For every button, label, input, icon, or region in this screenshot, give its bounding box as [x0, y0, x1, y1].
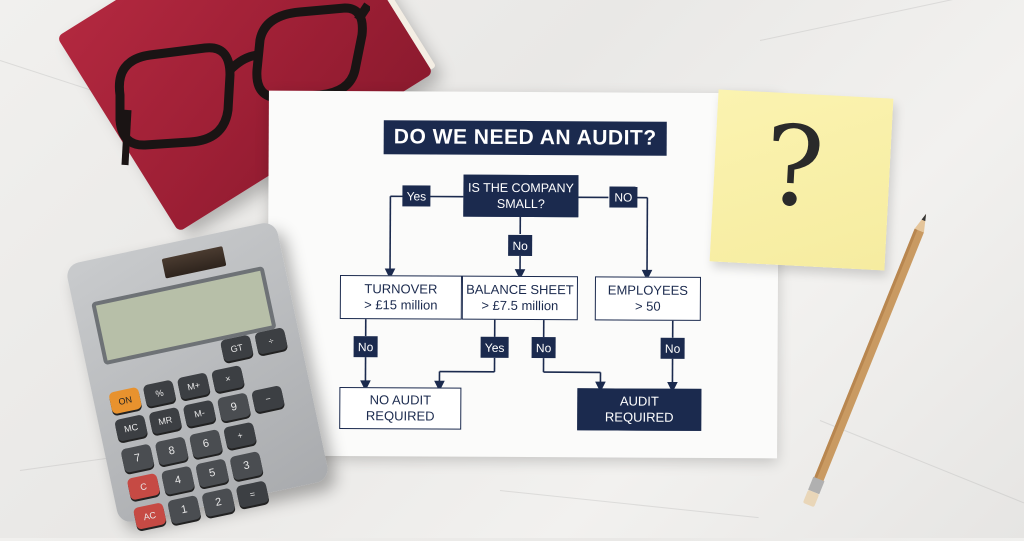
audit-line-1: AUDIT [620, 394, 659, 410]
balance-sheet-label: BALANCE SHEET [466, 282, 574, 299]
employees-no-tag: No [661, 338, 685, 359]
calc-key: 9 [217, 392, 251, 422]
calc-key: 2 [201, 488, 235, 518]
flowchart-paper: DO WE NEED AN AUDIT? IS THE COMPANY SMAL… [267, 91, 779, 459]
balance-yes-tag: Yes [481, 337, 509, 358]
balance-no-tag: No [532, 337, 556, 358]
calc-key: ON [108, 387, 142, 415]
pencil-icon [780, 200, 950, 530]
no-tag-center: No [508, 235, 532, 256]
question-line-1: IS THE COMPANY [468, 180, 574, 197]
marble-vein [500, 490, 759, 518]
balance-sheet-box: BALANCE SHEET > £7.5 million [462, 276, 578, 321]
employees-threshold: > 50 [635, 299, 661, 315]
no-audit-line-2: REQUIRED [366, 408, 435, 424]
calc-key: ÷ [254, 327, 288, 355]
employees-box: EMPLOYEES > 50 [595, 276, 701, 321]
calc-key: MC [114, 414, 148, 442]
no-audit-line-1: NO AUDIT [370, 392, 431, 408]
calc-key: 4 [161, 466, 195, 496]
calc-key: 8 [155, 436, 189, 466]
audit-required-box: AUDIT REQUIRED [577, 388, 701, 431]
calc-key: = [236, 480, 270, 508]
calc-key: M+ [177, 372, 211, 400]
calc-key: 1 [167, 495, 201, 525]
employees-label: EMPLOYEES [608, 282, 688, 298]
calc-key: × [211, 365, 245, 393]
yes-tag: Yes [402, 185, 430, 206]
solar-panel [162, 246, 227, 278]
calc-key: 7 [120, 443, 154, 473]
turnover-label: TURNOVER [364, 281, 437, 297]
question-line-2: SMALL? [497, 196, 545, 212]
calc-key: 6 [189, 429, 223, 459]
calc-key: % [143, 379, 177, 407]
calculator-keypad: GT ÷ ON % M+ × MC MR M- 9 − 7 8 6 + C 4 … [102, 327, 320, 538]
question-box: IS THE COMPANY SMALL? [463, 175, 578, 218]
turnover-box: TURNOVER > £15 million [340, 275, 462, 320]
calc-key: 3 [229, 451, 263, 481]
calc-key: M- [183, 400, 217, 428]
calc-key: − [251, 385, 285, 413]
calc-key: MR [148, 407, 182, 435]
no-tag-right: NO [609, 186, 637, 207]
calc-key: AC [133, 502, 167, 530]
calc-key: 5 [195, 458, 229, 488]
audit-line-2: REQUIRED [605, 409, 674, 425]
marble-vein [760, 0, 1024, 41]
calc-key: GT [220, 334, 254, 362]
calc-key: + [223, 422, 257, 450]
calc-key: C [127, 473, 161, 501]
flowchart-title: DO WE NEED AN AUDIT? [384, 120, 667, 155]
balance-sheet-threshold: > £7.5 million [481, 298, 558, 314]
turnover-no-tag: No [354, 336, 378, 357]
no-audit-box: NO AUDIT REQUIRED [339, 387, 461, 430]
turnover-threshold: > £15 million [364, 297, 437, 313]
